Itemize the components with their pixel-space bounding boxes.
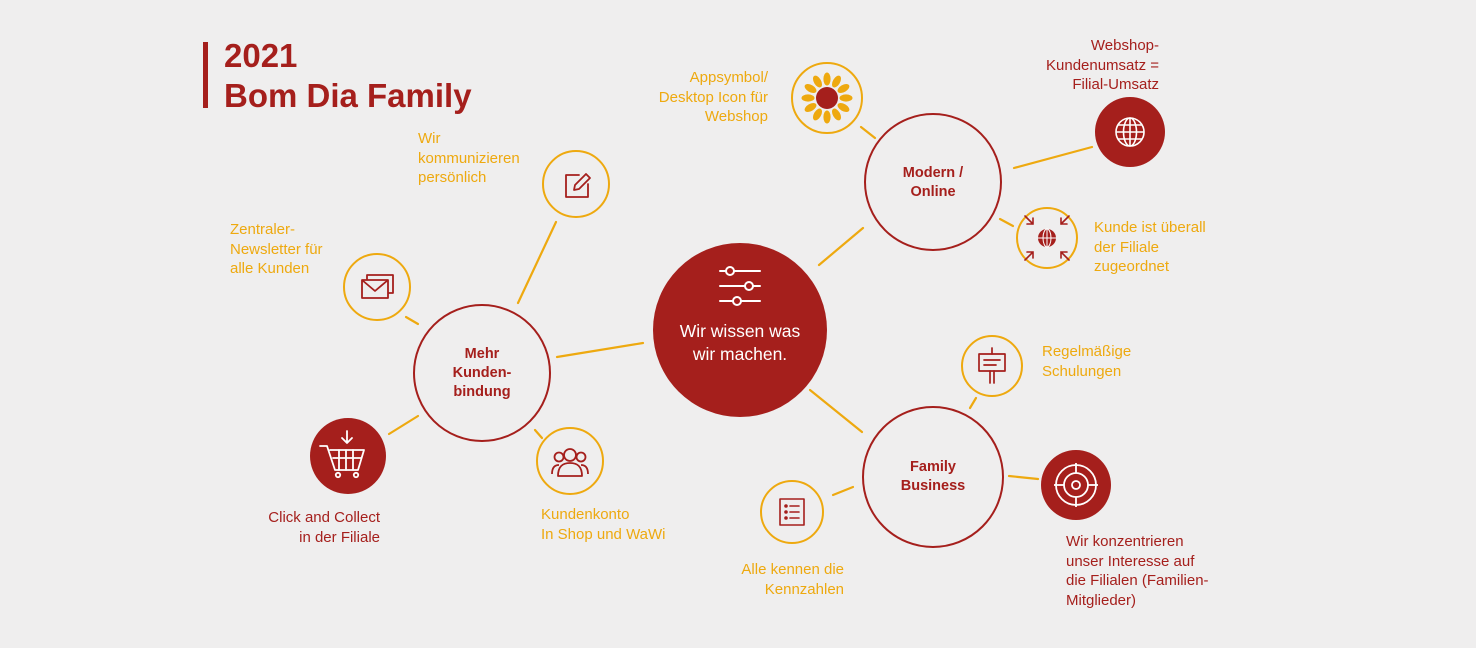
node-label-webshop: Webshop- Kundenumsatz = Filial-Umsatz xyxy=(1046,37,1159,93)
connector-kundenbindung-kundenkonto xyxy=(533,428,544,440)
node-label-appsymbol: Appsymbol/ Desktop Icon für Webshop xyxy=(658,69,768,125)
shopping-cart-icon xyxy=(319,430,365,479)
node-circle-kennzahlen xyxy=(760,480,824,544)
node-circle-newsletter xyxy=(343,253,411,321)
connector-kundenbindung-kommunizieren xyxy=(516,220,558,305)
target-icon xyxy=(1054,463,1098,507)
sliders-icon xyxy=(719,266,761,306)
node-label-schulungen: Regelmäßige Schulungen xyxy=(1042,343,1132,380)
page-title: 2021 Bom Dia Family xyxy=(224,36,472,116)
node-circle-schulungen xyxy=(961,335,1023,397)
center-text: Wir wissen was wir machen. xyxy=(679,321,801,364)
hub-label-family: Family Business xyxy=(900,459,966,494)
checklist-icon xyxy=(779,498,805,526)
node-circle-konzentrieren xyxy=(1041,450,1111,520)
globe-icon xyxy=(1115,117,1145,147)
hub-circle-kundenbindung xyxy=(413,304,551,442)
node-label-newsletter: Zentraler- Newsletter für alle Kunden xyxy=(230,221,323,277)
connector-center-online xyxy=(817,226,865,267)
connector-kundenbindung-clickcollect xyxy=(387,414,420,436)
node-label-konzentrieren: Wir konzentrieren unser Interesse auf di… xyxy=(1066,533,1209,609)
node-label-kommunizieren: Wir kommunizieren persönlich xyxy=(418,130,520,186)
node-circle-appsymbol xyxy=(791,62,863,134)
hub-label-online: Modern / Online xyxy=(902,165,964,200)
connector-family-schulungen xyxy=(968,396,978,410)
users-icon xyxy=(551,448,589,477)
connector-family-konzentrieren xyxy=(1007,474,1040,481)
node-circle-clickcollect xyxy=(310,418,386,494)
connector-family-kennzahlen xyxy=(831,485,855,497)
connector-center-family xyxy=(808,388,864,434)
sun-icon xyxy=(801,72,853,124)
connector-online-webshop xyxy=(1012,145,1094,170)
connector-center-kundenbindung xyxy=(555,341,645,359)
hub-label-kundenbindung: Mehr Kunden- bindung xyxy=(452,346,512,400)
globe-arrows-icon xyxy=(1024,215,1070,261)
hub-circle-online xyxy=(864,113,1002,251)
connector-online-kunde xyxy=(998,217,1015,228)
connector-online-appsymbol xyxy=(859,125,877,140)
node-label-kennzahlen: Alle kennen die Kennzahlen xyxy=(741,561,844,598)
node-label-kundenkonto: Kundenkonto In Shop und WaWi xyxy=(541,506,666,543)
hub-circle-family xyxy=(862,406,1004,548)
center-circle xyxy=(653,243,827,417)
node-circle-kunde xyxy=(1016,207,1078,269)
pencil-square-icon xyxy=(565,173,591,198)
node-circle-kundenkonto xyxy=(536,427,604,495)
envelope-icon xyxy=(361,274,394,299)
title-name: Bom Dia Family xyxy=(224,77,472,114)
connector-kundenbindung-newsletter xyxy=(404,315,420,326)
node-circle-kommunizieren xyxy=(542,150,610,218)
node-label-kunde: Kunde ist überall der Filiale zugeordnet xyxy=(1094,219,1206,275)
title-year: 2021 xyxy=(224,37,298,74)
title-accent-bar xyxy=(203,42,208,108)
node-label-clickcollect: Click and Collect in der Filiale xyxy=(268,509,380,546)
presentation-board-icon xyxy=(978,347,1006,384)
